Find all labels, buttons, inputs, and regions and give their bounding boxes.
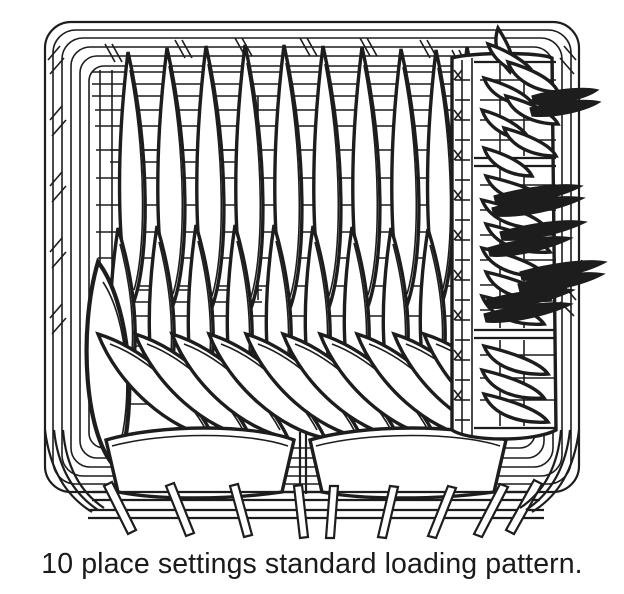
tine-3 bbox=[228, 482, 254, 539]
tine-7 bbox=[426, 484, 458, 540]
tine-2 bbox=[164, 481, 196, 538]
tine-6 bbox=[376, 484, 400, 540]
tine-1 bbox=[102, 480, 138, 536]
front-bowls bbox=[103, 426, 508, 500]
bowl-left bbox=[103, 426, 296, 500]
tine-8 bbox=[472, 482, 510, 539]
front-rails bbox=[88, 490, 544, 520]
tine-4 bbox=[292, 483, 310, 540]
bowl-right bbox=[307, 426, 508, 500]
frame-corner-hatching-left bbox=[47, 45, 67, 335]
figure-caption: 10 place settings standard loading patte… bbox=[41, 548, 583, 581]
front-tines bbox=[102, 478, 544, 540]
cutlery-basket-mesh-panel bbox=[451, 58, 473, 436]
tine-5 bbox=[324, 484, 340, 540]
cutlery-basket bbox=[450, 24, 608, 441]
knife-hatching bbox=[495, 88, 583, 307]
basket-skirt bbox=[43, 429, 581, 513]
tine-9 bbox=[504, 478, 544, 536]
